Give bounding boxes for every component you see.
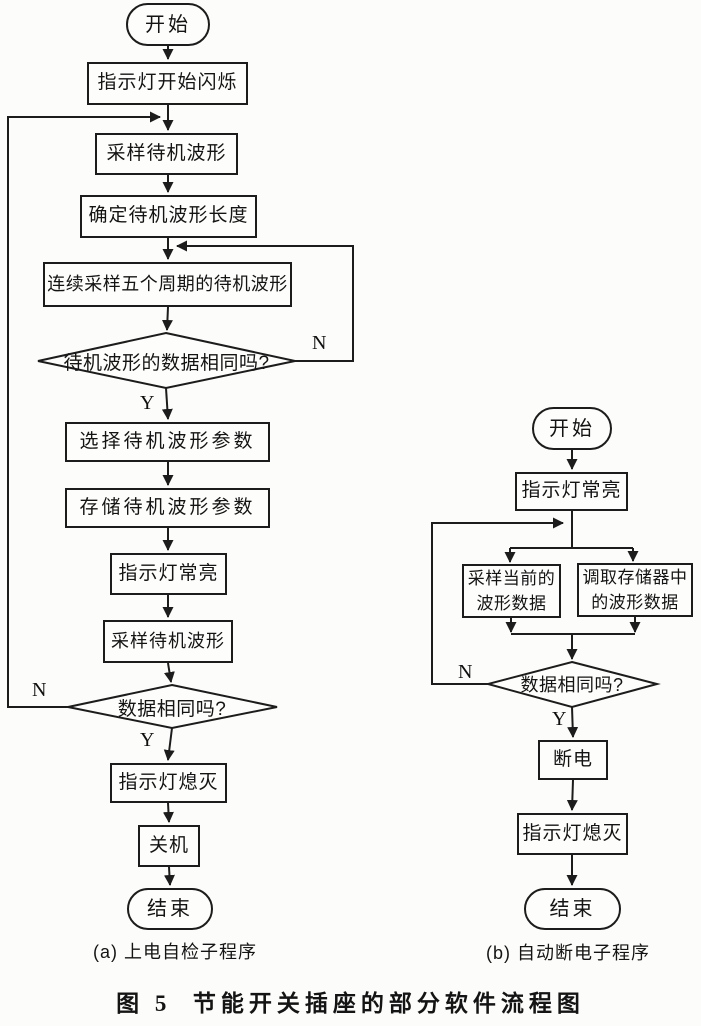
flow-b-decision-diamond [484,660,661,709]
branch-line: 采样当前的 [467,569,556,588]
branch-line: 波形数据 [476,594,547,613]
flow-b-decision-yes-label: Y [552,708,567,730]
flow-b-step-indicator-off: 指示灯熄灭 [517,813,628,855]
flow-a-decision2-diamond [67,683,278,730]
flow-b-end-terminal: 结束 [524,888,621,930]
flow-b-branch-fetch-stored-wave: 调取存储器中 的波形数据 [577,563,693,617]
flow-a-decision2-no-label: N [32,679,47,701]
figure-caption: 图 5 节能开关插座的部分软件流程图 [116,991,585,1016]
flow-b-branch-sample-current-wave: 采样当前的 波形数据 [462,564,561,618]
loop-a-decision1-no [176,240,354,362]
flow-b-decision-no-label: N [458,661,473,683]
flow-a-step-sample-standby-wave: 采样待机波形 [95,133,238,175]
flow-a-step-indicator-blink: 指示灯开始闪烁 [87,62,248,105]
flow-a-step-sample-five-cycles: 连续采样五个周期的待机波形 [43,262,292,307]
loop-b-decision-no [431,517,564,685]
flow-a-decision1-diamond [37,331,296,390]
flow-b-step-power-off: 断电 [538,740,608,780]
flow-b-step-indicator-steady-on: 指示灯常亮 [515,472,628,511]
flow-a-start-terminal: 开始 [126,3,210,46]
flow-a-decision2-yes-label: Y [140,729,155,751]
branch-line: 的波形数据 [591,593,679,612]
flow-a-step-select-wave-params: 选择待机波形参数 [65,422,270,462]
loop-a-decision2-no [7,111,161,708]
flow-b-decision-label: 数据相同吗? [520,675,624,695]
flow-a-end-terminal: 结束 [127,888,213,930]
flow-a-step-store-wave-params: 存储待机波形参数 [65,488,270,528]
flow-a-step-indicator-steady-on: 指示灯常亮 [110,553,227,595]
flow-b-start-terminal: 开始 [532,407,612,450]
flow-a-step-determine-wave-length: 确定待机波形长度 [80,195,257,238]
flow-a-decision1-no-label: N [312,332,327,354]
flow-a-step-indicator-off: 指示灯熄灭 [110,763,227,803]
flow-a-decision1-yes-label: Y [140,392,155,414]
connectors [7,46,661,886]
flow-a-decision1-label: 待机波形的数据相同吗? [63,352,270,374]
flow-b-caption: (b) 自动断电子程序 [486,943,650,963]
flow-a-caption: (a) 上电自检子程序 [93,942,257,962]
branch-line: 调取存储器中 [582,568,688,587]
flow-a-decision2-label: 数据相同吗? [117,698,227,720]
flow-a-step-sample-standby-wave-2: 采样待机波形 [103,620,233,663]
flow-a-step-shutdown: 关机 [138,825,200,867]
